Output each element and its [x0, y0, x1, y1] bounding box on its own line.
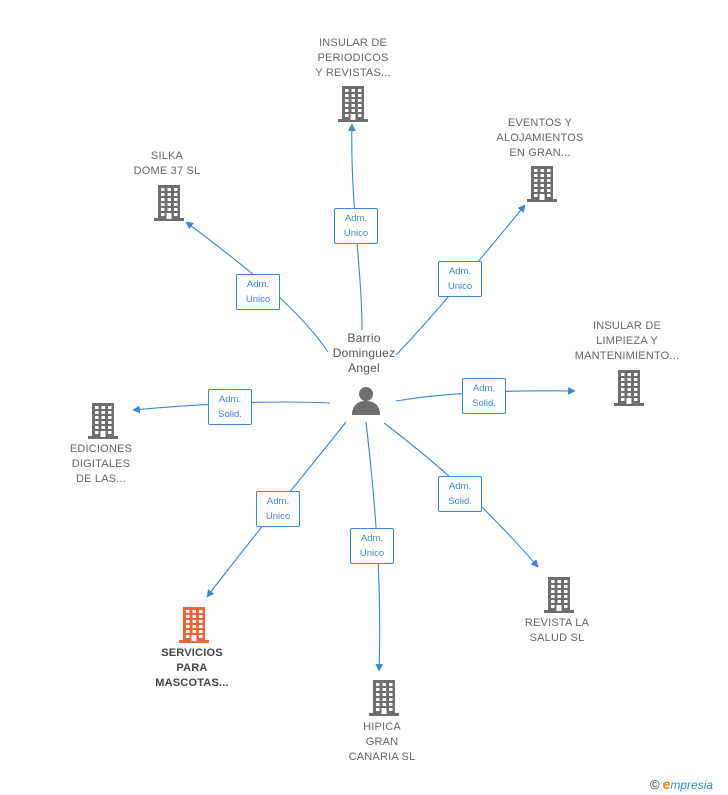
role-badge-silka: Adm. Unico: [236, 274, 280, 310]
company-label-line: INSULAR DE: [318, 37, 388, 49]
role-badge-line: Unico: [265, 511, 291, 522]
company-label-ediciones[interactable]: EDICIONES DIGITALES DE LAS...: [26, 442, 176, 487]
company-label-servicios[interactable]: SERVICIOS PARA MASCOTAS...: [117, 646, 267, 691]
role-badge-line: Adm.: [266, 496, 290, 507]
company-label-silka[interactable]: SILKA DOME 37 SL: [92, 149, 242, 179]
company-label-insular-periodicos[interactable]: INSULAR DE PERIODICOS Y REVISTAS...: [278, 36, 428, 81]
company-label-line: EVENTOS Y: [507, 117, 573, 129]
person-name[interactable]: Barrio Dominguez Angel: [332, 331, 396, 375]
company-label-line: INSULAR DE: [592, 320, 662, 332]
building-icon[interactable]: [338, 86, 368, 127]
company-label-insular-limpieza[interactable]: INSULAR DE LIMPIEZA Y MANTENIMIENTO...: [552, 319, 702, 364]
company-label-line: HIPICA: [363, 721, 401, 733]
company-label-line: MANTENIMIENTO...: [574, 350, 680, 362]
company-label-line: SERVICIOS: [161, 647, 223, 659]
role-badge-line: Solid.: [472, 398, 496, 409]
building-icon[interactable]: [527, 166, 557, 207]
company-label-hipica[interactable]: HIPICA GRAN CANARIA SL: [307, 720, 457, 765]
role-badge-line: Adm.: [472, 383, 496, 394]
person-icon: [352, 387, 380, 415]
role-badge-revista-salud: Adm. Solid.: [438, 476, 482, 512]
role-badge-line: Unico: [343, 228, 369, 239]
company-label-line: EDICIONES: [69, 443, 133, 455]
company-label-line: LIMPIEZA Y: [596, 335, 658, 347]
role-badge-line: Solid.: [448, 496, 472, 507]
role-badge-line: Adm.: [246, 279, 270, 290]
company-label-line: SILKA: [150, 150, 184, 162]
company-label-line: GRAN: [365, 736, 399, 748]
company-label-line: PARA: [176, 662, 208, 674]
building-icon[interactable]: [154, 185, 184, 226]
role-badge-eventos: Adm. Unico: [438, 261, 482, 297]
role-badge-line: Adm.: [448, 481, 472, 492]
role-badge-line: Unico: [359, 548, 385, 559]
company-label-line: SALUD SL: [529, 632, 585, 644]
building-icon[interactable]: [544, 577, 574, 618]
role-badge-insular-limpieza: Adm. Solid.: [462, 378, 506, 414]
building-icon[interactable]: [614, 370, 644, 411]
role-badge-servicios: Adm. Unico: [256, 491, 300, 527]
building-icon-highlight[interactable]: [179, 607, 209, 648]
company-label-line: DE LAS...: [75, 473, 127, 485]
role-badge-hipica: Adm. Unico: [350, 528, 394, 564]
company-label-line: Y REVISTAS...: [315, 67, 391, 79]
company-label-line: EN GRAN...: [509, 147, 571, 159]
role-badge-ediciones: Adm. Solid.: [208, 389, 252, 425]
role-badge-line: Adm.: [448, 266, 472, 277]
building-icon[interactable]: [88, 403, 118, 444]
role-badge-line: Adm.: [218, 394, 242, 405]
company-label-line: MASCOTAS...: [155, 677, 229, 689]
building-icon[interactable]: [369, 680, 399, 721]
copyright-icon: ©: [650, 777, 660, 792]
role-badge-line: Adm.: [344, 213, 368, 224]
role-badge-line: Solid.: [218, 409, 242, 420]
role-badge-line: Unico: [447, 281, 473, 292]
role-badge-line: Unico: [245, 294, 271, 305]
company-label-line: REVISTA LA: [524, 617, 590, 629]
role-badge-line: Adm.: [360, 533, 384, 544]
company-label-line: CANARIA SL: [348, 751, 416, 763]
role-badge-insular-periodicos: Adm. Unico: [334, 208, 378, 244]
company-label-eventos[interactable]: EVENTOS Y ALOJAMIENTOS EN GRAN...: [465, 116, 615, 161]
company-label-line: DIGITALES: [71, 458, 131, 470]
company-label-revista-salud[interactable]: REVISTA LA SALUD SL: [482, 616, 632, 646]
empresia-brand: ©empresia: [650, 776, 714, 792]
company-label-line: PERIODICOS: [317, 52, 389, 64]
company-label-line: DOME 37 SL: [133, 165, 201, 177]
company-label-line: ALOJAMIENTOS: [496, 132, 584, 144]
